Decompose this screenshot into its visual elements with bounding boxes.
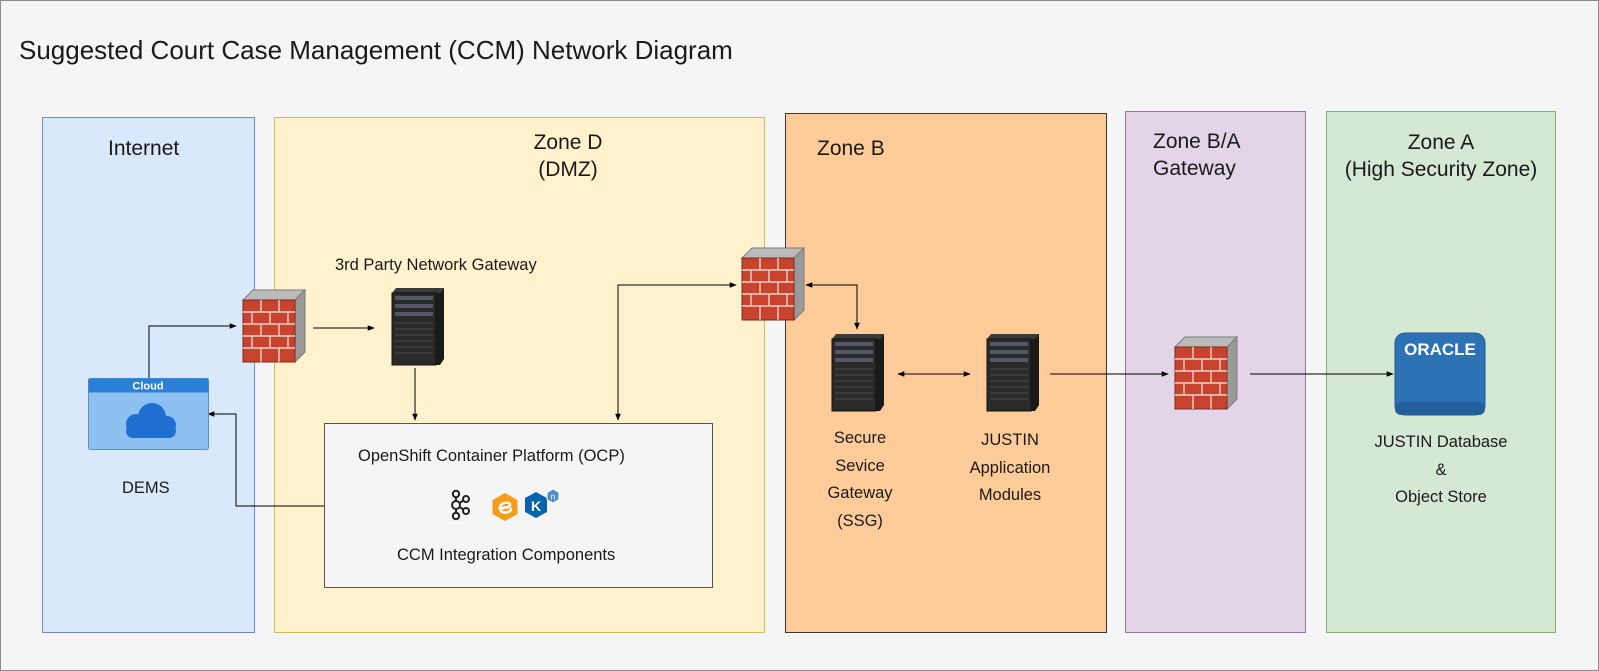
zone-d-label-line2: (DMZ) <box>538 158 598 181</box>
justin-app-label-line1: JUSTIN <box>981 431 1039 449</box>
zone-a-label-line2: (High Security Zone) <box>1344 158 1538 181</box>
ocp-title: OpenShift Container Platform (OCP) <box>358 447 625 465</box>
zone-d-label-line1: Zone D <box>533 131 603 154</box>
zone-ba-label-line2: Gateway <box>1153 157 1236 180</box>
zone-d-label: Zone D (DMZ) <box>468 129 668 183</box>
edge-firewall2-ssg <box>805 282 860 330</box>
ocp-platform-box <box>324 423 713 588</box>
zone-a-label-line1: Zone A <box>1407 131 1475 154</box>
oracle-database-icon[interactable]: ORACLE <box>1394 332 1486 416</box>
zone-a-label: Zone A (High Security Zone) <box>1326 129 1556 183</box>
justin-app-label: JUSTIN Application Modules <box>950 427 1070 510</box>
dems-label: DEMS <box>122 479 170 497</box>
oracle-logo-text: ORACLE <box>1404 340 1476 359</box>
justin-db-label-line1: JUSTIN Database <box>1374 433 1508 451</box>
ssg-label-line3: Gateway <box>827 484 893 502</box>
zone-ba-label-line1: Zone B/A <box>1153 130 1241 153</box>
brick-firewall-icon <box>740 246 806 322</box>
ccm-integration-label: CCM Integration Components <box>397 546 616 564</box>
brick-firewall-icon <box>241 288 307 364</box>
justin-app-label-line3: Modules <box>978 486 1042 504</box>
cloud-icon[interactable]: Cloud <box>88 378 209 450</box>
svg-text:n: n <box>551 492 556 502</box>
cloud-badge-label: Cloud <box>132 381 163 393</box>
edge-ocp-to-cloud <box>207 411 324 507</box>
knative-icon: K n <box>525 488 560 518</box>
ssg-label: Secure Sevice Gateway (SSG) <box>805 425 915 535</box>
camel-k-icon <box>492 493 518 521</box>
ssg-label-line1: Secure <box>833 429 887 447</box>
ssg-label-line4: (SSG) <box>837 511 883 530</box>
tower-server-icon[interactable] <box>384 285 446 367</box>
justin-db-label-line2: & <box>1435 460 1447 479</box>
brick-firewall-icon <box>1173 335 1239 411</box>
justin-app-label-line2: Application <box>969 458 1051 477</box>
svg-text:K: K <box>531 498 541 514</box>
edge-ocp-firewall2 <box>615 282 737 421</box>
tower-server-icon[interactable] <box>824 331 886 413</box>
justin-db-label: JUSTIN Database & Object Store <box>1350 429 1532 512</box>
kafka-icon <box>451 489 470 521</box>
zone-internet-label: Internet <box>108 137 180 160</box>
edge-cloud-to-firewall1 <box>148 323 237 379</box>
ssg-label-line2: Sevice <box>835 456 885 475</box>
tower-server-icon[interactable] <box>979 331 1041 413</box>
diagram-title: Suggested Court Case Management (CCM) Ne… <box>19 35 733 65</box>
third-party-gateway-label: 3rd Party Network Gateway <box>335 256 537 274</box>
zone-ba-label: Zone B/A Gateway <box>1153 128 1241 182</box>
justin-db-label-line3: Object Store <box>1395 488 1487 506</box>
zone-b-label: Zone B <box>817 137 885 160</box>
